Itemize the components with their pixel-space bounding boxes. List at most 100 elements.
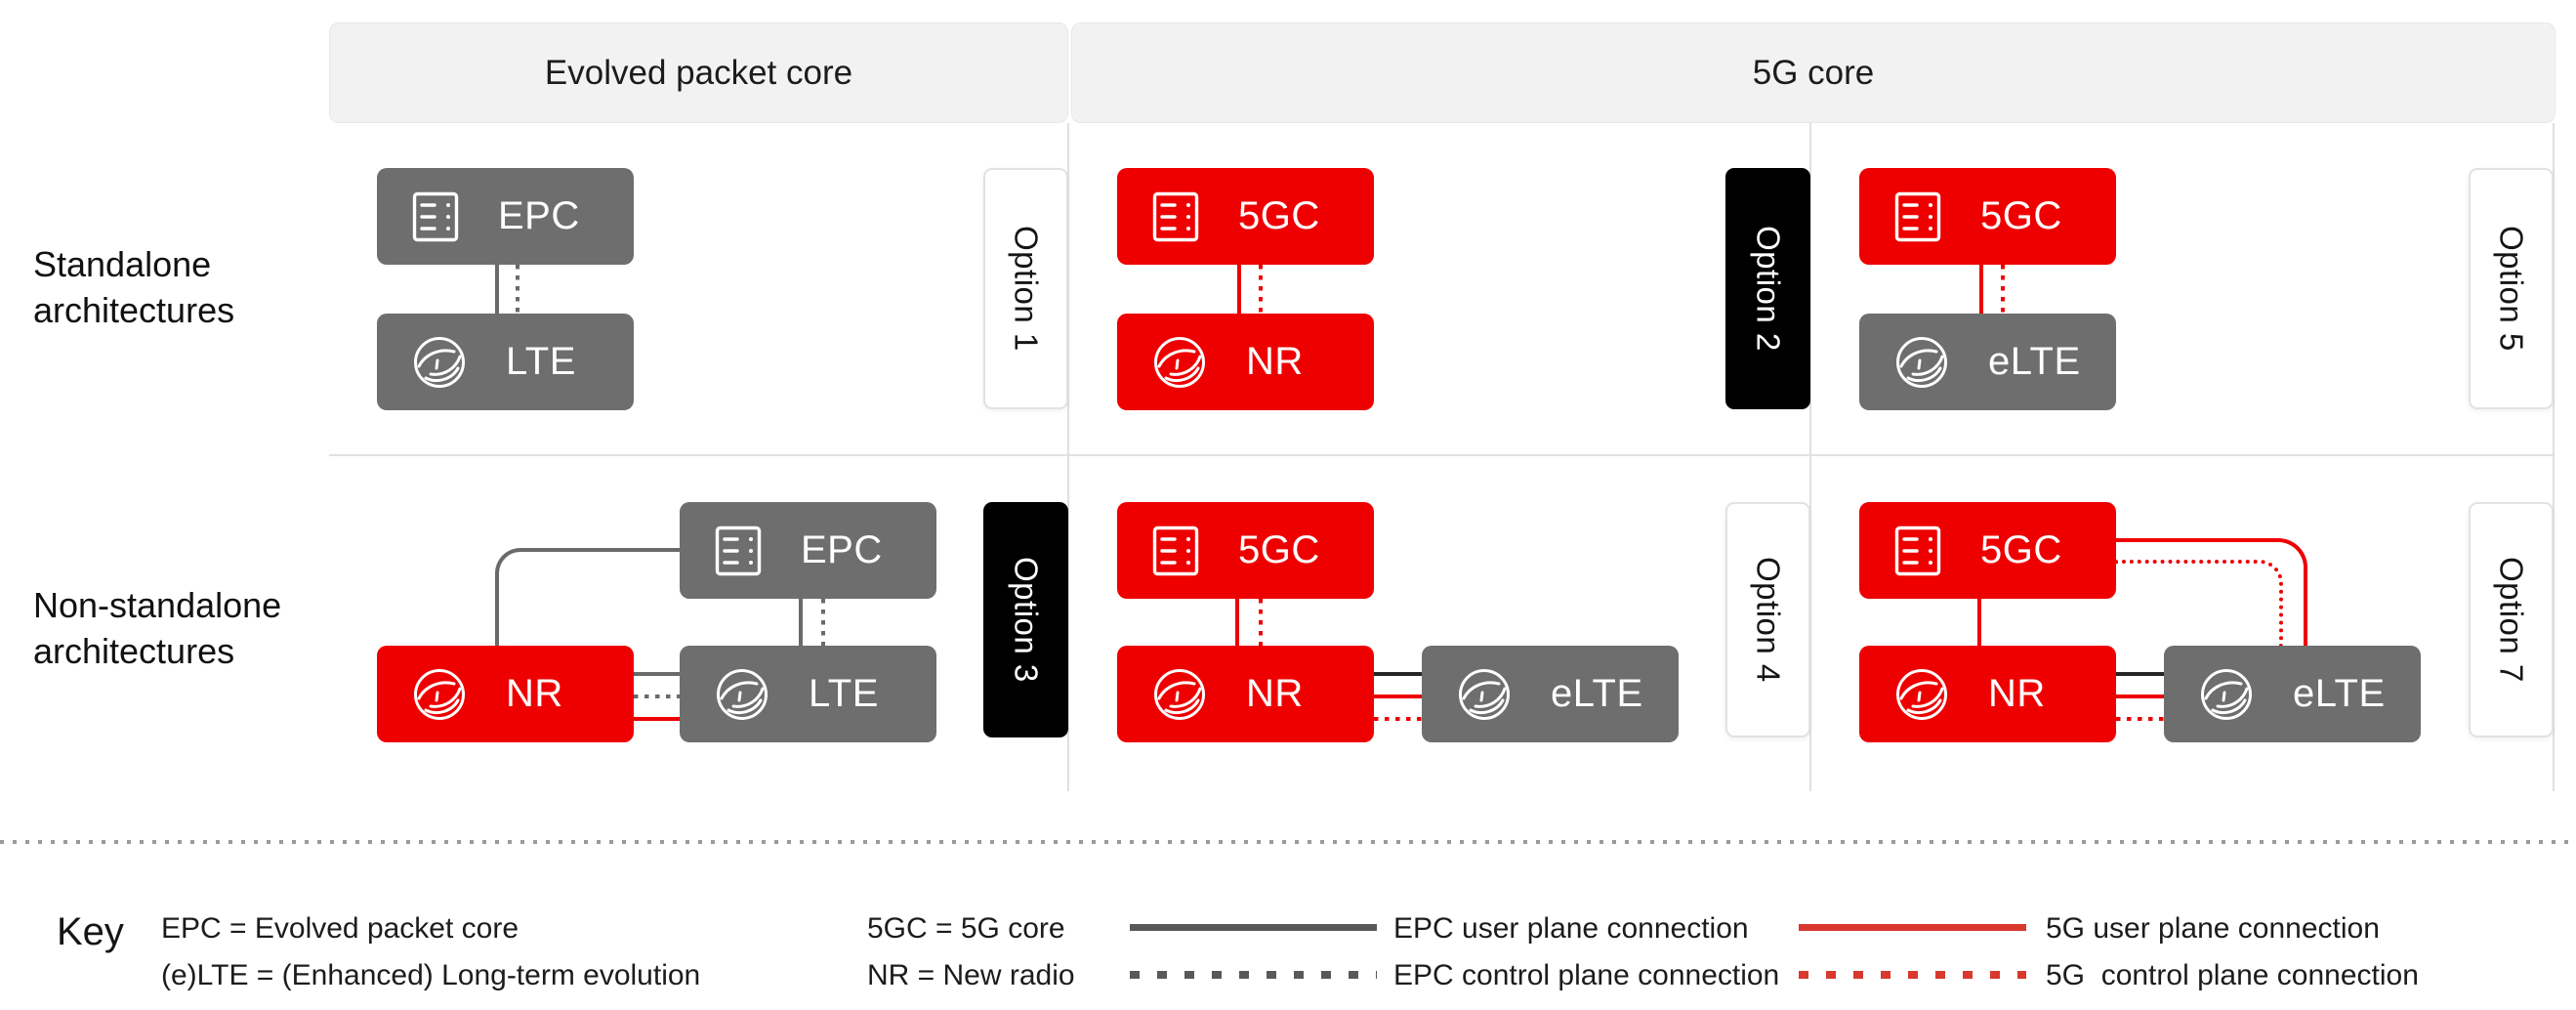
key-definition-5gc: 5GC = 5G core [867,912,1065,945]
core-server-icon [1894,191,1941,241]
nr-lte-5g-user-plane-line [634,717,680,721]
5g-core-column-header: 5G core [1071,22,2555,123]
globe-network-icon [1896,336,1947,388]
standalone-row-label-line2: architectures [33,290,235,330]
option-3-tab: Option 3 [983,502,1068,737]
epc-column-header: Evolved packet core [329,22,1068,123]
5gc-nr-user-plane-line [1237,265,1241,314]
legend-swatch-epc-control-plane [1130,971,1377,979]
node-box-5gc-option2: 5GC [1117,168,1374,265]
globe-network-icon [414,668,465,720]
node-label: NR [1988,672,2046,715]
5gc-elte-control-plane-line [2001,265,2005,314]
option-4-tab: Option 4 [1725,502,1810,737]
key-definition-epc: EPC = Evolved packet core [161,912,519,945]
standalone-row-label: Standalone architectures [33,241,234,333]
node-label: EPC [498,194,580,237]
nonstandalone-row-label-line1: Non-standalone [33,585,282,625]
nr-elte-epc-user-plane-line [2116,672,2164,676]
node-box-5gc-option5: 5GC [1859,168,2116,265]
globe-network-icon [2201,668,2252,720]
globe-network-icon [1459,668,1510,720]
node-box-elte-option4: eLTE [1422,646,1679,742]
option-5-tab: Option 5 [2469,168,2554,409]
nonstandalone-row-label-line2: architectures [33,631,235,671]
option-5-label: Option 5 [2493,226,2530,352]
node-label: NR [1246,672,1304,715]
core-server-icon [412,191,459,241]
nonstandalone-row-label: Non-standalone architectures [33,582,281,674]
node-box-elte-option5: eLTE [1859,314,2116,410]
legend-label-epc-control-plane: EPC control plane connection [1393,959,1780,991]
node-label: eLTE [1551,672,1643,715]
option-1-label: Option 1 [1008,226,1045,352]
core-server-icon [715,526,762,575]
node-box-nr-option3: NR [377,646,634,742]
node-box-epc-option3: EPC [680,502,936,599]
core-server-icon [1152,526,1199,575]
legend-label-5g-user-plane: 5G user plane connection [2046,912,2380,945]
5gc-nr-user-plane-line [1977,599,1981,646]
node-label: EPC [801,528,883,571]
node-box-nr-option7: NR [1859,646,2116,742]
node-box-elte-option7: eLTE [2164,646,2421,742]
nr-elte-5g-control-plane-line [1374,717,1422,721]
5g-core-header-label: 5G core [1752,53,1875,92]
grid-divider-horizontal [329,454,2555,456]
legend-swatch-5g-user-plane [1799,924,2026,931]
nr-elte-5g-user-plane-line [1374,694,1422,698]
globe-network-icon [1154,336,1205,388]
node-box-epc-standalone: EPC [377,168,634,265]
globe-network-icon [1154,668,1205,720]
core-server-icon [1152,191,1199,241]
node-label: eLTE [2293,672,2386,715]
node-label: eLTE [1988,340,2081,383]
option-4-label: Option 4 [1750,557,1787,683]
legend-label-epc-user-plane: EPC user plane connection [1393,912,1749,945]
globe-network-icon [717,668,768,720]
globe-network-icon [414,336,465,388]
standalone-row-label-line1: Standalone [33,244,212,284]
epc-header-label: Evolved packet core [544,53,853,92]
node-box-nr-option2: NR [1117,314,1374,410]
node-label: NR [506,672,563,715]
key-definition-elte: (e)LTE = (Enhanced) Long-term evolution [161,959,701,991]
nr-lte-epc-user-plane-line [634,672,680,676]
node-label: 5GC [1238,528,1320,571]
option-7-tab: Option 7 [2469,502,2554,737]
key-title: Key [57,910,124,953]
5gc-nr-user-plane-line [1235,599,1239,646]
node-label: 5GC [1238,194,1320,237]
grid-divider-vertical-2 [1809,123,1811,791]
node-box-lte-standalone: LTE [377,314,634,410]
node-label: NR [1246,340,1304,383]
legend-label-5g-control-plane: 5G control plane connection [2046,959,2419,991]
nr-elte-epc-user-plane-line [1374,672,1422,676]
nr-lte-epc-control-plane-line [634,694,680,698]
node-box-5gc-option4: 5GC [1117,502,1374,599]
legend-swatch-5g-control-plane [1799,971,2026,979]
globe-network-icon [1896,668,1947,720]
option-2-label: Option 2 [1750,226,1787,352]
nr-elte-5g-user-plane-line [2116,694,2164,698]
5gc-nr-control-plane-line [1259,265,1263,314]
epc-lte-control-plane-line [821,599,825,646]
option-7-label: Option 7 [2493,557,2530,683]
5gc-elte-user-plane-curve [2116,538,2307,646]
node-box-5gc-option7: 5GC [1859,502,2116,599]
nr-elte-5g-control-plane-line [2116,717,2164,721]
option-2-tab: Option 2 [1725,168,1810,409]
node-box-nr-option4: NR [1117,646,1374,742]
option-1-tab: Option 1 [983,168,1068,409]
grid-divider-vertical-1 [1067,123,1069,791]
grid-divider-vertical-3 [2553,123,2555,791]
5gc-elte-control-plane-curve [2116,560,2283,646]
key-definition-nr: NR = New radio [867,959,1075,991]
node-label: LTE [809,672,879,715]
node-label: 5GC [1980,528,2062,571]
epc-lte-control-plane-line [516,265,519,314]
node-label: LTE [506,340,576,383]
dotted-separator [0,840,2576,844]
node-label: 5GC [1980,194,2062,237]
